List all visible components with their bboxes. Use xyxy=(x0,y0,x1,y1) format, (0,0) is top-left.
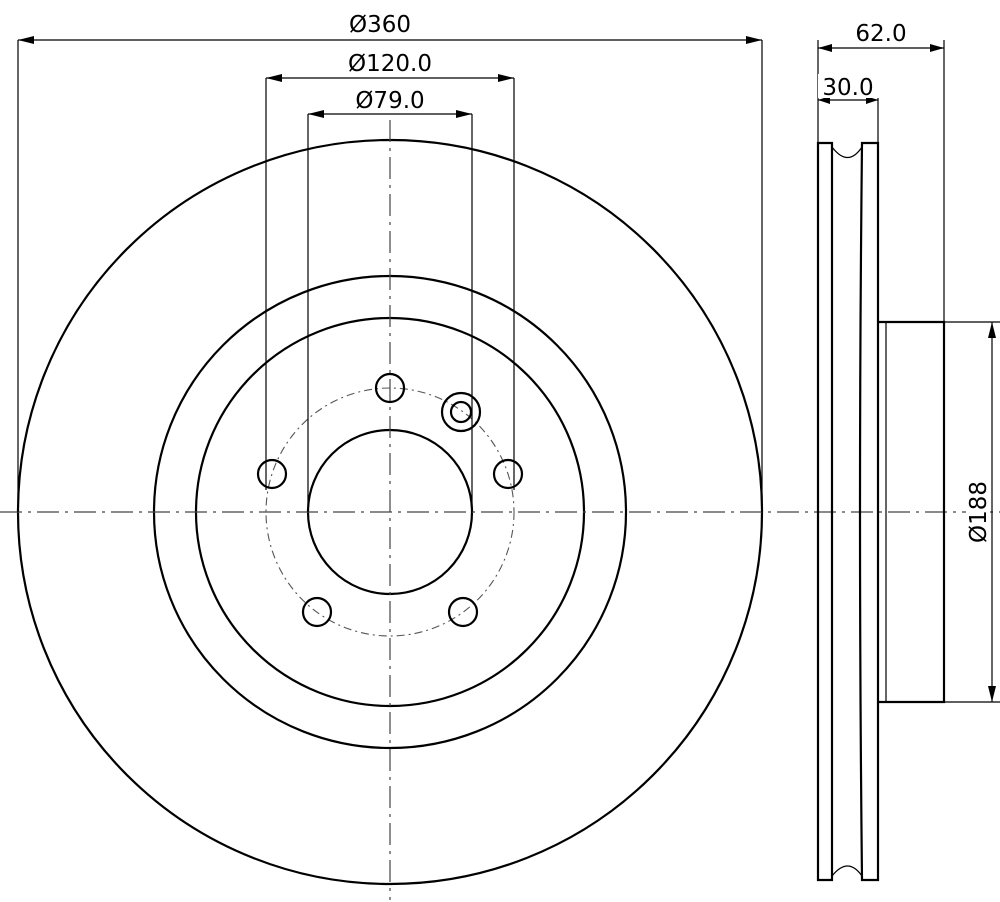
dimension-total-height: 62.0 xyxy=(817,18,945,322)
arrowhead xyxy=(266,74,282,82)
outer-diameter-label: Ø360 xyxy=(349,12,411,38)
outer-friction-plate xyxy=(816,141,834,882)
bolt-hole xyxy=(301,596,333,628)
bolt-hole xyxy=(374,372,406,404)
bolt-hole xyxy=(447,596,479,628)
arrowhead xyxy=(456,110,472,118)
disc-thickness-label: 30.0 xyxy=(822,75,873,101)
dimension-center-bore: Ø79.0 xyxy=(307,87,473,512)
side-view xyxy=(816,141,946,882)
vane-bottom xyxy=(831,865,863,877)
locating-screw-hole-outer xyxy=(440,391,482,433)
dimension-hat-diameter: Ø188 xyxy=(944,321,1000,703)
hat-diameter-label: Ø188 xyxy=(966,481,992,543)
arrowhead xyxy=(988,322,996,338)
arrowhead xyxy=(988,686,996,702)
arrowhead xyxy=(18,36,34,44)
bolt-hole xyxy=(492,458,524,490)
hat-section xyxy=(878,320,946,704)
total-height-label: 62.0 xyxy=(855,21,906,47)
dimension-bolt-circle: Ø120.0 xyxy=(265,50,515,490)
arrowhead xyxy=(308,110,324,118)
label-background xyxy=(340,10,420,38)
vane-top xyxy=(831,146,863,159)
center-bore-label: Ø79.0 xyxy=(355,88,424,114)
arrowhead xyxy=(498,74,514,82)
dimension-outer-diameter: Ø360 xyxy=(17,10,763,512)
label-background xyxy=(335,50,447,76)
arrowhead xyxy=(930,44,944,52)
label-background xyxy=(848,18,914,46)
arrowhead xyxy=(818,44,832,52)
inner-friction-plate xyxy=(858,141,880,882)
label-background xyxy=(345,87,437,112)
dimension-disc-thickness: 30.0 xyxy=(818,74,880,143)
arrowhead xyxy=(746,36,762,44)
locating-screw-hole-inner xyxy=(449,400,473,424)
label-background xyxy=(818,74,880,98)
bolt-circle-label: Ø120.0 xyxy=(348,51,432,77)
bolt-circle xyxy=(265,387,515,637)
bolt-hole xyxy=(256,458,288,490)
label-background xyxy=(966,468,990,556)
